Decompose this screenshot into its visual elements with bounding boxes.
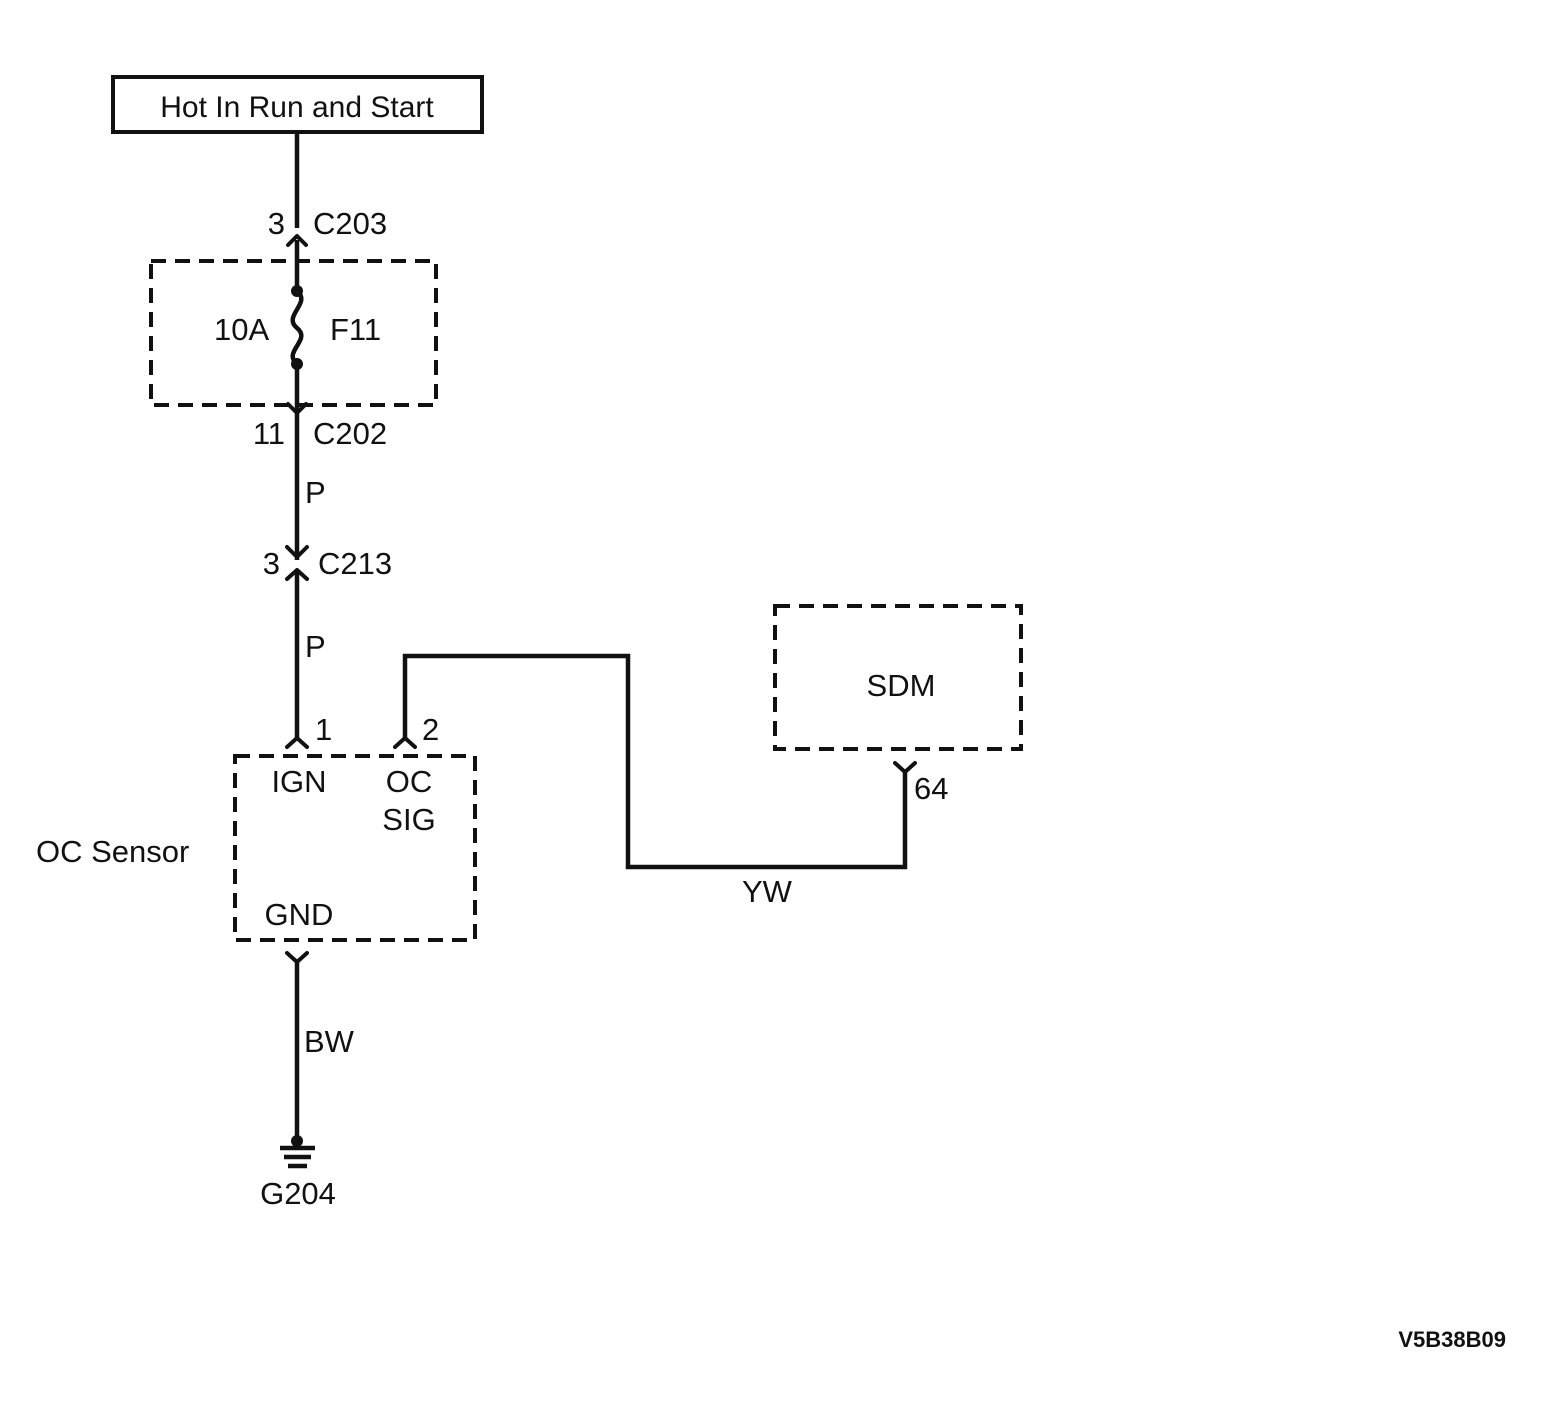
fuse-icon (290, 289, 304, 366)
power-source-label: Hot In Run and Start (160, 91, 434, 124)
sensor-ign-label: IGN (271, 764, 326, 799)
wire-color-lower-p: P (305, 629, 326, 664)
c203-name-label: C203 (313, 206, 387, 241)
sensor-gnd-connector-icon (285, 951, 309, 964)
c202-connector-icon (286, 402, 308, 415)
c203-pin-label: 3 (268, 206, 285, 241)
fuse-block-outline (149, 259, 438, 407)
sdm-pin64-label: 64 (914, 771, 948, 806)
c213-connector-female-icon (285, 545, 309, 559)
wire-color-upper-p: P (305, 475, 326, 510)
sensor-pin2-connector-icon (393, 736, 417, 749)
c202-pin-label: 11 (253, 416, 285, 451)
c213-pin-label: 3 (263, 546, 280, 581)
ground-junction-dot (291, 1135, 303, 1147)
sensor-oc-label: OC (386, 764, 433, 799)
sensor-gnd-label: GND (265, 897, 334, 932)
sdm-label: SDM (867, 668, 936, 703)
sensor-sig-label: SIG (382, 802, 435, 837)
wire-color-yw: YW (742, 874, 793, 909)
sensor-pin1-connector-icon (285, 736, 309, 749)
wire-signal-yw (402, 653, 908, 870)
wire-color-bw: BW (304, 1024, 355, 1059)
c202-name-label: C202 (313, 416, 387, 451)
c203-connector-icon (286, 234, 308, 247)
fuse-rating-label: 10A (214, 312, 269, 347)
figure-id: V5B38B09 (1398, 1327, 1506, 1352)
sdm-outline (773, 604, 1023, 751)
oc-sensor-outline (233, 754, 477, 942)
fuse-name-label: F11 (330, 312, 381, 347)
oc-sensor-name: OC Sensor (36, 834, 189, 869)
sdm-pin64-connector-icon (893, 761, 917, 774)
sensor-pin2-label: 2 (422, 712, 439, 747)
ground-label: G204 (260, 1176, 336, 1211)
c213-name-label: C213 (318, 546, 392, 581)
sensor-pin1-label: 1 (315, 712, 332, 747)
